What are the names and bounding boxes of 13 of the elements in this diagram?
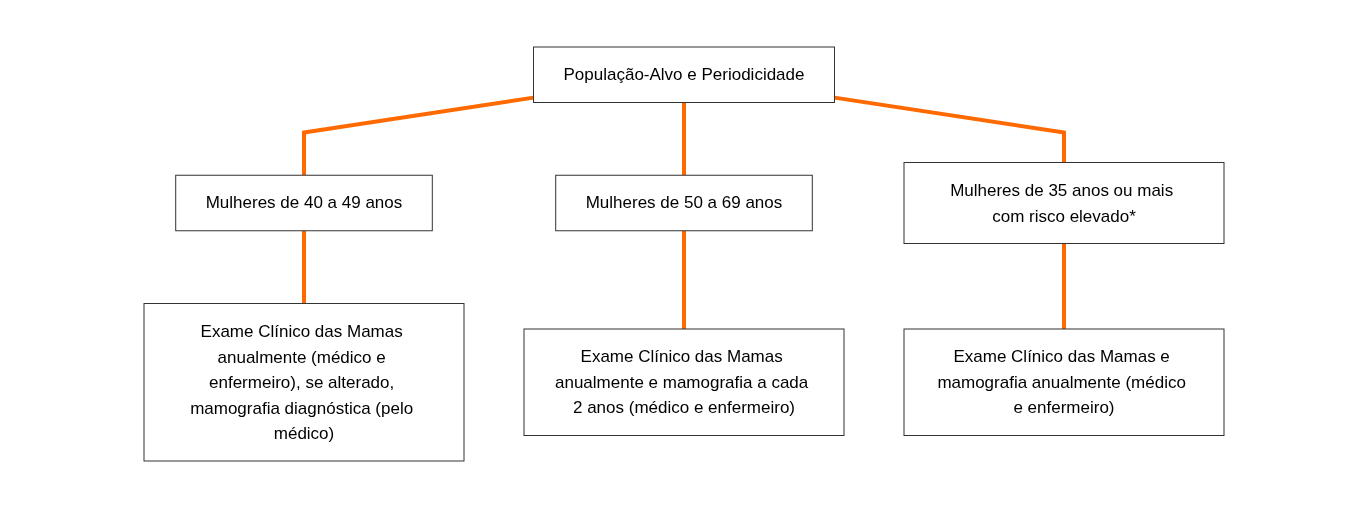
node-box: Mulheres de 40 a 49 anos [174,174,433,231]
node-box: Exame Clínico das Mamas anualmente e mamografia a cada 2 anos (médico e enfermeiro) [523,328,844,436]
node-box: Exame Clínico das Mamas e mamografia anualmente (médico e enfermeiro) [903,328,1224,436]
connector [681,230,686,329]
node-box: Mulheres de 35 anos ou mais com risco elevado* [903,161,1224,244]
connector [301,95,534,175]
node-box: Exame Clínico das Mamas anualmente (médico e enfermeiro), se alterado, mamografia diagnóstica (pelo médico) [143,302,464,461]
node-box: População-Alvo e Periodicidade [532,46,835,103]
connector [1061,243,1066,329]
connector [301,230,306,303]
connector [681,102,686,175]
node-box: Mulheres de 50 a 69 anos [554,174,813,231]
connector [833,95,1066,162]
